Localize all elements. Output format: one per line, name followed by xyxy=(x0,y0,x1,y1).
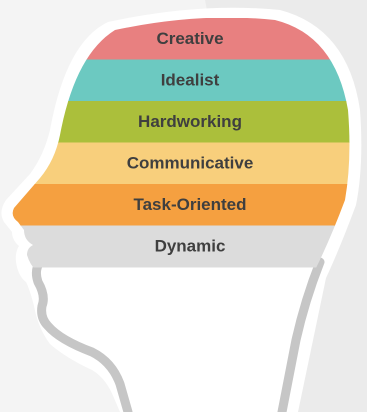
trait-band-task-oriented xyxy=(12,184,350,226)
trait-band-communicative xyxy=(12,142,350,185)
trait-label: Hardworking xyxy=(138,112,242,131)
trait-label: Idealist xyxy=(161,71,220,90)
trait-label: Communicative xyxy=(127,154,254,173)
trait-band-hardworking xyxy=(12,101,350,143)
head-gray-outline xyxy=(31,257,325,412)
trait-label: Creative xyxy=(156,29,223,48)
trait-label: Dynamic xyxy=(155,237,226,256)
trait-band-dynamic xyxy=(12,225,350,268)
trait-label: Task-Oriented xyxy=(133,195,246,214)
